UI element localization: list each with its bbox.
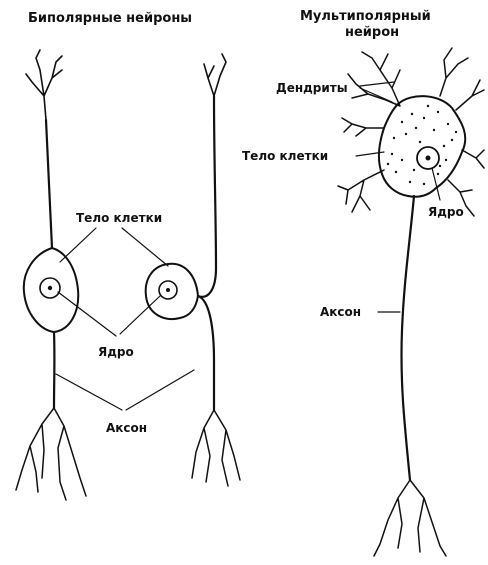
nucleus-label-right: Ядро <box>428 205 464 219</box>
multipolar-neuron <box>338 48 484 556</box>
axon-label-left: Аксон <box>106 421 147 435</box>
bipolar-left-terminals <box>16 408 86 500</box>
multipolar-cell-body <box>379 96 465 197</box>
bipolar-left-cell-body <box>24 248 78 332</box>
multipolar-terminals <box>374 480 446 556</box>
multipolar-cytoplasm <box>387 105 457 185</box>
nucleus-label-left: Ядро <box>98 345 134 359</box>
bipolar-middle-cell-body <box>146 264 198 319</box>
dendrites-label: Дендриты <box>276 81 348 95</box>
bipolar-middle-terminals <box>192 410 240 486</box>
multipolar-dendrites <box>338 48 484 216</box>
bipolar-title: Биполярные нейроны <box>28 11 192 26</box>
multipolar-axon <box>401 196 414 480</box>
bipolar-neuron-left <box>16 50 86 500</box>
cell-body-label-right: Тело клетки <box>242 149 328 163</box>
multipolar-title-line2: нейрон <box>345 25 399 40</box>
bipolar-neuron-middle <box>146 54 240 486</box>
cell-body-label-left: Тело клетки <box>76 211 162 225</box>
multipolar-title-line1: Мультиполярный <box>300 9 431 24</box>
bipolar-middle-dendrite-tuft <box>204 54 226 96</box>
axon-label-right: Аксон <box>320 305 361 319</box>
bipolar-left-dendrite-tuft <box>26 50 62 120</box>
